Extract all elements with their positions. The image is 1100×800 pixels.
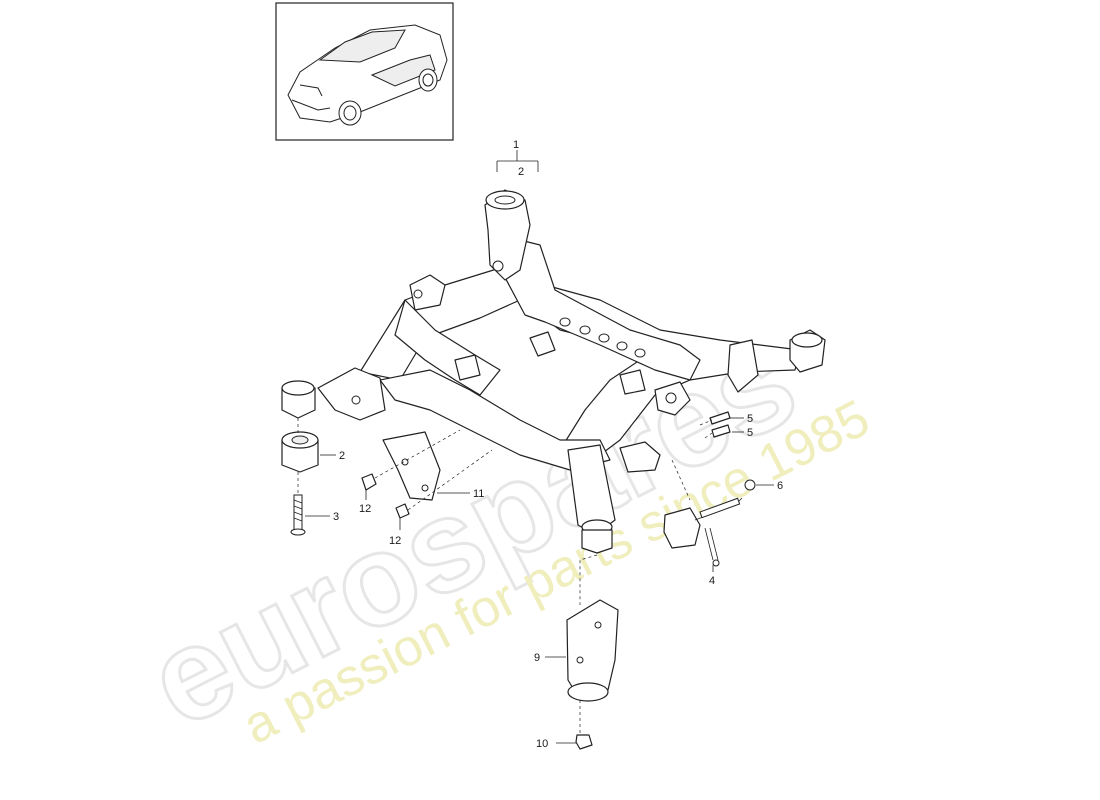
shield-small[interactable] bbox=[382, 431, 441, 501]
callout-12a[interactable]: 12 bbox=[359, 503, 371, 515]
callouts: 1 2 2 3 4 5 5 6 9 10 11 12 12 bbox=[333, 139, 783, 750]
callout-12b[interactable]: 12 bbox=[389, 535, 401, 547]
callout-10[interactable]: 10 bbox=[536, 738, 548, 750]
callout-11[interactable]: 11 bbox=[473, 488, 484, 500]
nut-10[interactable] bbox=[575, 734, 593, 750]
bolt[interactable] bbox=[290, 494, 306, 536]
callout-5a[interactable]: 5 bbox=[747, 413, 753, 425]
car-suv-icon bbox=[287, 24, 448, 126]
rear-subframe[interactable] bbox=[317, 189, 826, 554]
callout-2-top[interactable]: 2 bbox=[518, 166, 524, 178]
callout-1[interactable]: 1 bbox=[513, 139, 519, 151]
assembly-lines bbox=[297, 418, 713, 735]
callout-6[interactable]: 6 bbox=[777, 480, 783, 492]
callout-4[interactable]: 4 bbox=[709, 575, 715, 587]
clip-12a[interactable] bbox=[361, 473, 377, 491]
callout-2-side[interactable]: 2 bbox=[339, 450, 345, 462]
callout-5b[interactable]: 5 bbox=[747, 427, 753, 439]
bushing-left[interactable] bbox=[281, 380, 319, 473]
vehicle-thumbnail[interactable] bbox=[275, 2, 454, 141]
bolt-5b[interactable] bbox=[711, 424, 731, 438]
nut-6[interactable] bbox=[744, 479, 756, 491]
callout-3[interactable]: 3 bbox=[333, 511, 339, 523]
level-sensor[interactable] bbox=[663, 497, 743, 567]
callout-9[interactable]: 9 bbox=[534, 652, 540, 664]
cover-large[interactable] bbox=[566, 599, 619, 702]
watermark: eurospares a passion for parts since 198… bbox=[125, 305, 879, 756]
leader-lines bbox=[305, 150, 774, 744]
clip-12b[interactable] bbox=[395, 503, 410, 519]
